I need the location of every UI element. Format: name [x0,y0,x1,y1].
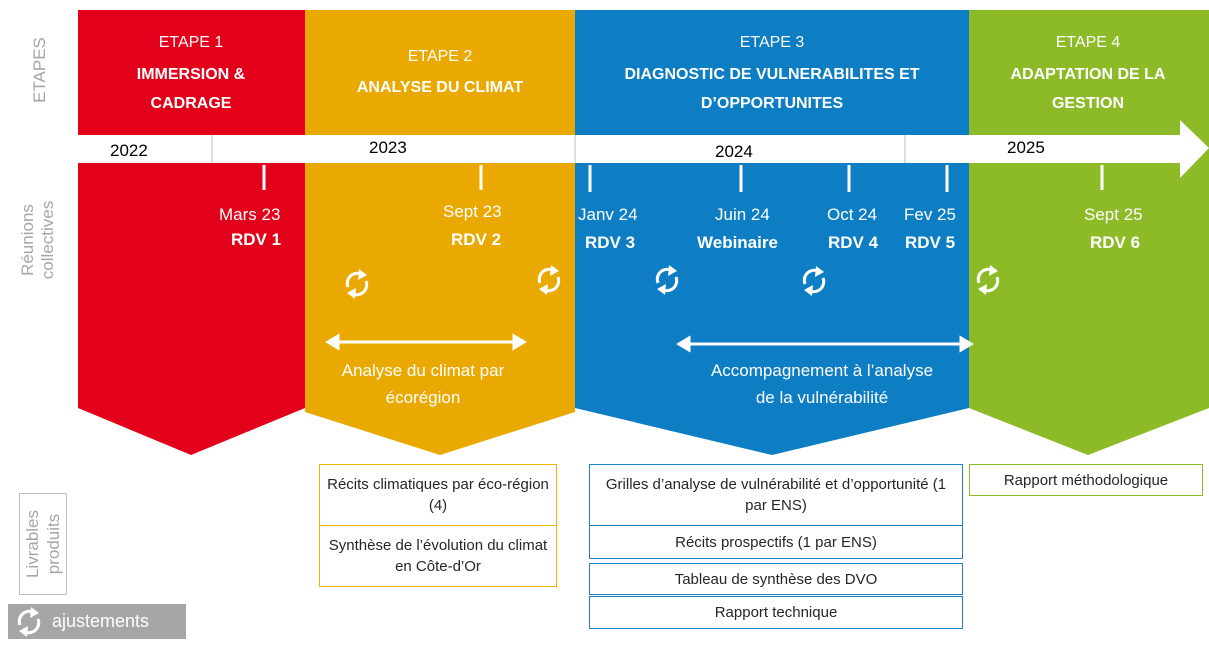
deliverable-box: Synthèse de l’évolution du climat en Côt… [319,525,557,587]
meeting-date: Janv 24 [578,205,638,224]
stage-2-title: ANALYSE DU CLIMAT [357,79,523,96]
adjustment-cycle-icon [17,606,41,637]
span-text: Accompagnement à l’analyse [711,361,933,380]
stage-4-title: GESTION [1052,95,1124,112]
year-label: 2023 [369,138,407,157]
meeting-date: Juin 24 [715,205,770,224]
year-label: 2022 [110,141,148,160]
span-text: de la vulnérabilité [756,388,888,407]
stage-1-title: IMMERSION & [137,66,246,83]
year-label: 2024 [715,142,753,161]
deliverable-box: Rapport méthodologique [969,464,1203,496]
meeting-name: RDV 5 [905,233,955,252]
stage-4-shape [969,10,1209,455]
span-arrow-head [959,335,974,353]
meeting-date: Fev 25 [904,205,956,224]
deliverable-box: Récits prospectifs (1 par ENS) [589,525,963,559]
deliverable-box: Tableau de synthèse des DVO [589,563,963,595]
stage-2-label: ETAPE 2 [408,48,473,65]
stage-3-title: DIAGNOSTIC DE VULNERABILITES ET [624,66,919,83]
stage-1-label: ETAPE 1 [159,34,224,51]
stage-4-label: ETAPE 4 [1056,34,1121,51]
stage-1-title: CADRAGE [151,95,232,112]
year-label: 2025 [1007,138,1045,157]
span-arrow-head [676,335,691,353]
deliverable-box: Grilles d’analyse de vulnérabilité et d’… [589,464,963,526]
span-text: écorégion [386,388,461,407]
stage-1-shape [78,10,305,455]
meeting-date: Mars 23 [219,205,280,224]
span-arrow-head [325,333,340,351]
stage-3-label: ETAPE 3 [740,34,805,51]
meeting-name: RDV 1 [231,230,281,249]
legend-label: ajustements [52,611,150,631]
stage-2-shape [305,10,575,455]
span-text: Analyse du climat par [342,361,505,380]
meeting-date: Oct 24 [827,205,877,224]
meeting-name: RDV 4 [828,233,879,252]
meeting-name: RDV 3 [585,233,635,252]
meeting-date: Sept 25 [1084,205,1143,224]
span-arrow-head [512,333,527,351]
meeting-name: RDV 2 [451,230,501,249]
legend: ajustements [8,604,186,639]
deliverable-box: Récits climatiques par éco-région (4) [319,464,557,526]
stage-4-title: ADAPTATION DE LA [1011,66,1166,83]
stage-3-title: D’OPPORTUNITES [701,95,844,112]
year-arrow [78,120,1209,178]
meeting-date: Sept 23 [443,202,502,221]
meeting-name: RDV 6 [1090,233,1140,252]
row-label-etapes: ETAPES [30,37,49,103]
deliverable-box: Rapport technique [589,596,963,629]
meeting-name: Webinaire [697,233,778,252]
